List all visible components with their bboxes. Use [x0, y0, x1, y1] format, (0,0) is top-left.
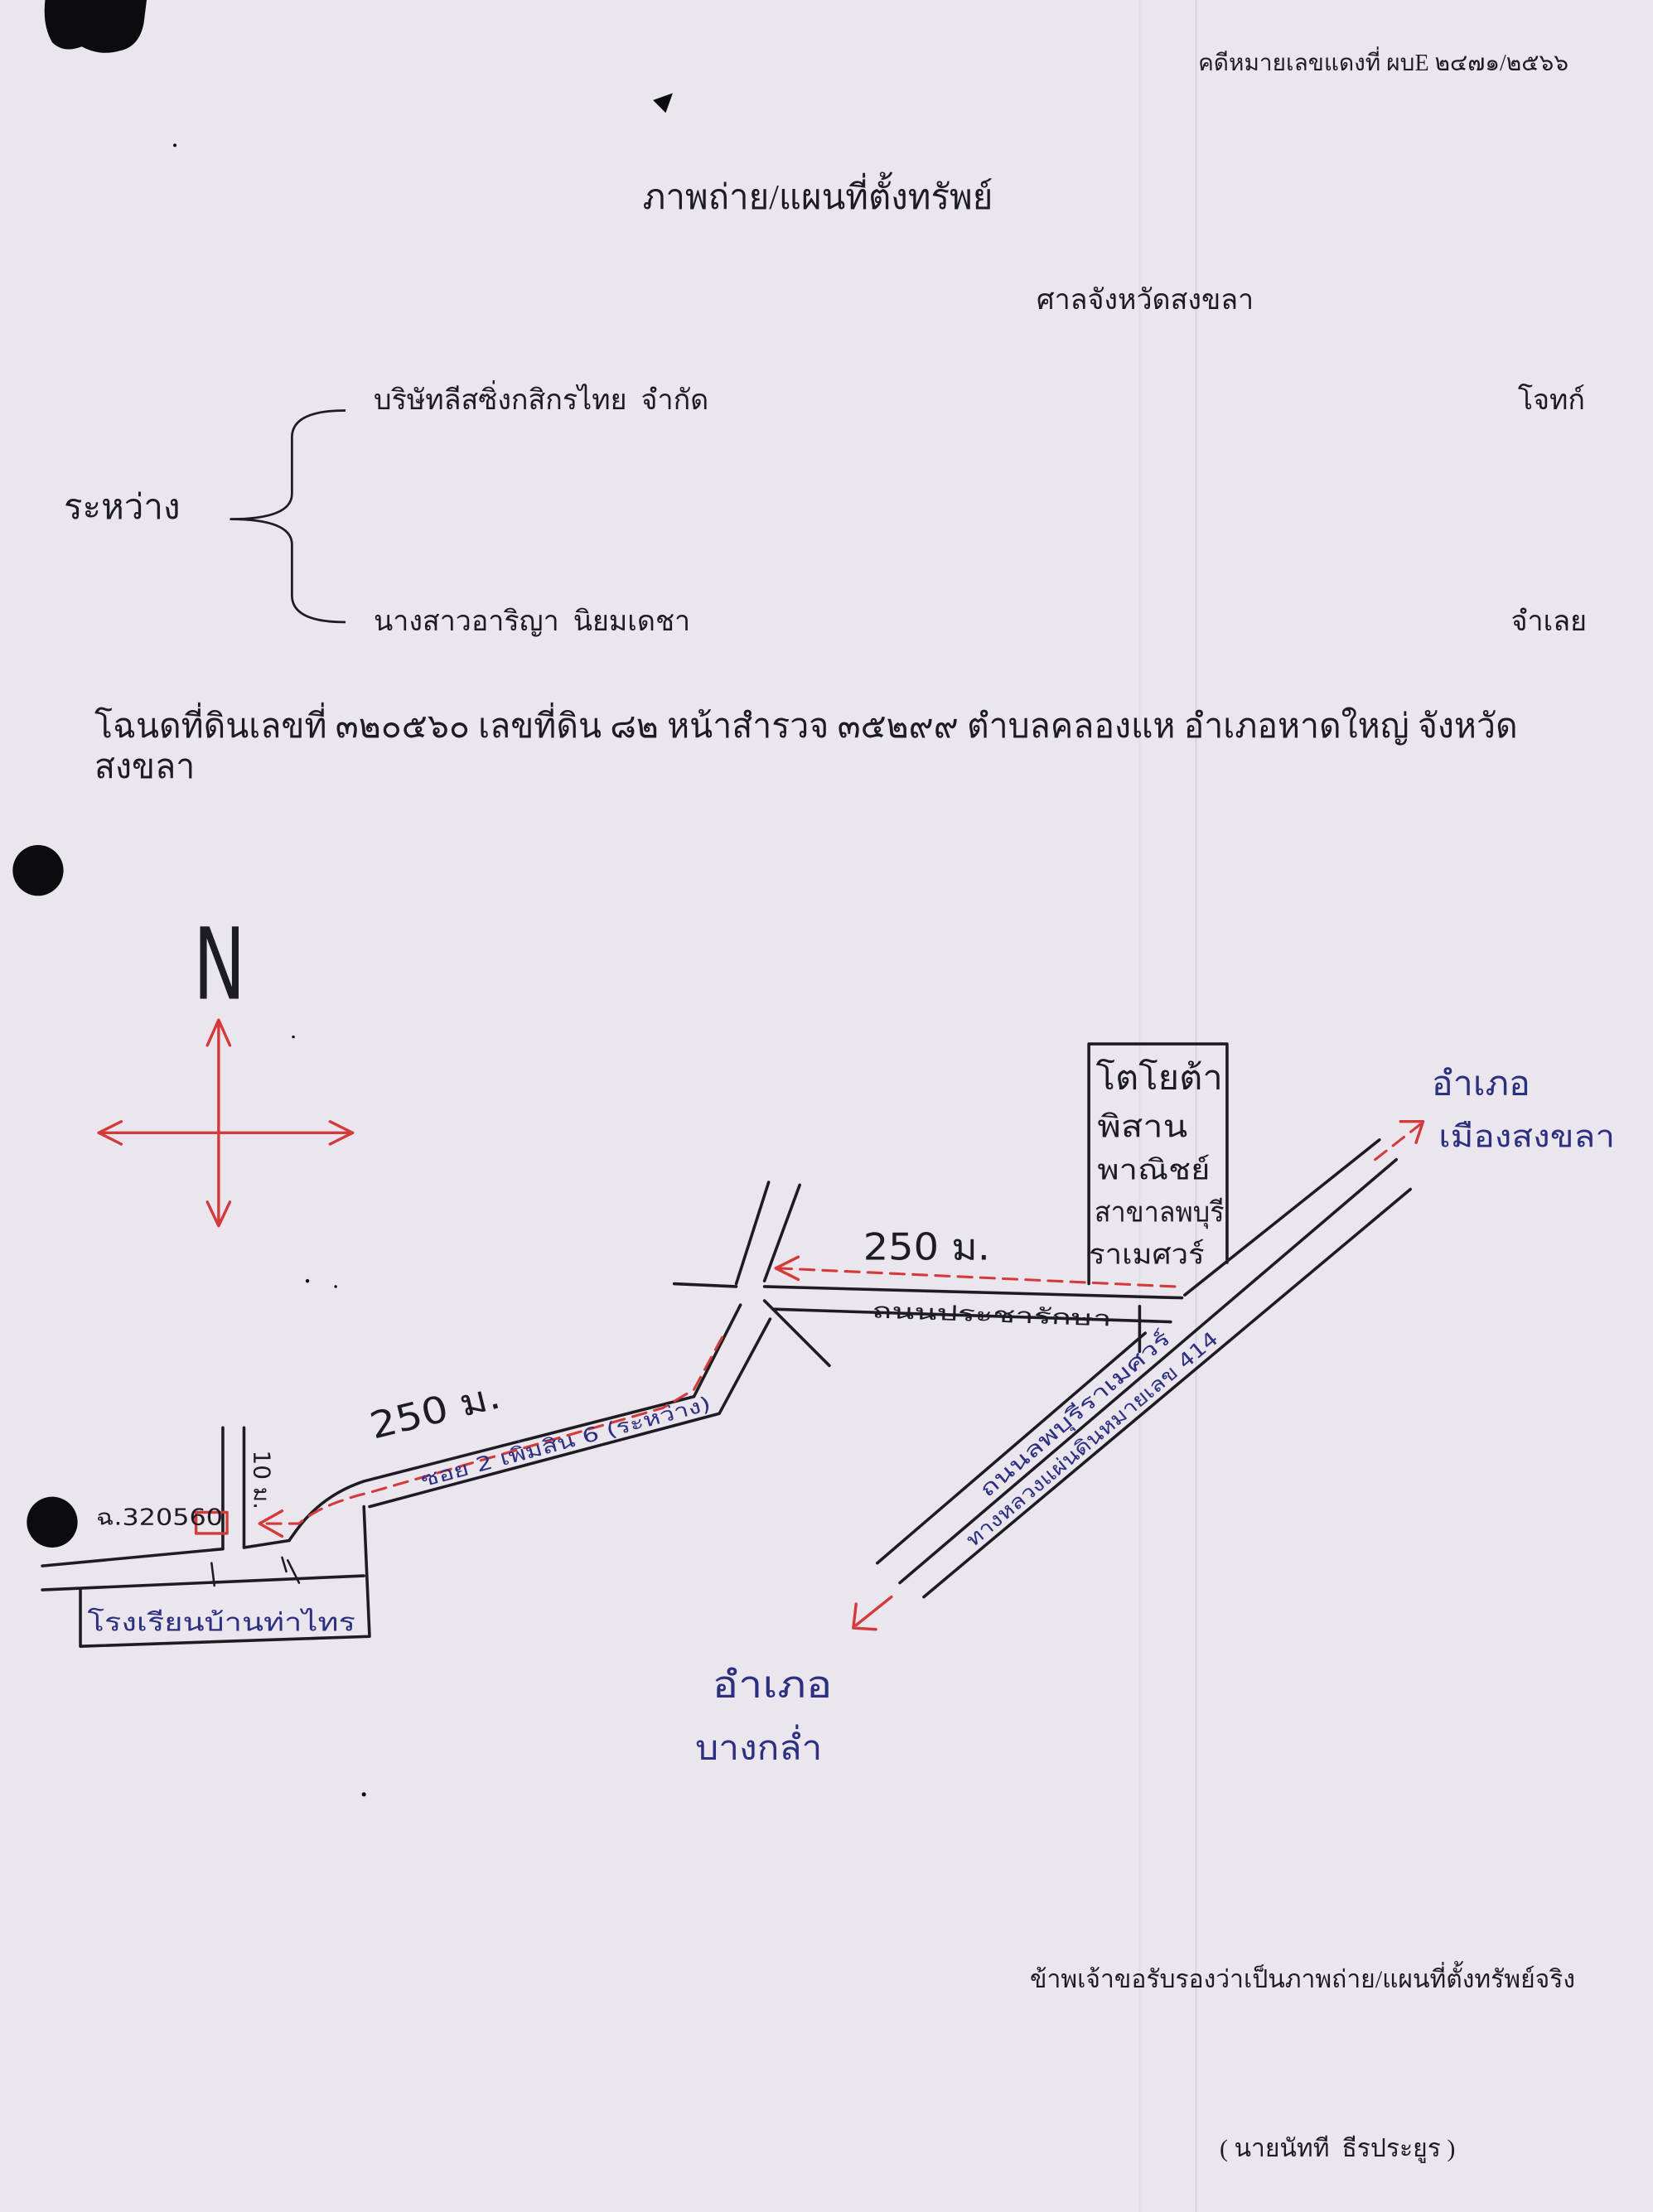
- route-upper-dashed: [777, 1267, 1177, 1288]
- distance-label-lower: 250 ม.: [365, 1374, 505, 1447]
- landmark-line: พาณิชย์: [1097, 1154, 1210, 1187]
- deed-description: โฉนดที่ดินเลขที่ ๓๒๐๕๖๐ เลขที่ดิน ๘๒ หน้…: [94, 707, 1518, 786]
- road-label-upper: ถนนประชารักษา: [872, 1298, 1112, 1331]
- district-north-line1: อำเภอ: [1432, 1063, 1530, 1103]
- case-number: คดีหมายเลขแดงที่ ผบE ๒๔๗๑/๒๕๖๖: [1198, 51, 1568, 76]
- junction-branch-edge: [734, 1181, 771, 1286]
- main-road-edge: [875, 1331, 1147, 1565]
- route-lower-arrowhead: [258, 1509, 284, 1538]
- signer-name: ( นายนัทที ธีรประยูร ): [1220, 2135, 1456, 2162]
- punch-hole: [12, 844, 64, 896]
- map-labels: อำเภอ เมืองสงขลา อำเภอ บางกล่ำ 250 ม. 25…: [88, 1058, 1616, 1768]
- dust-speck: [173, 143, 177, 147]
- direction-arrow-southwest: [854, 1595, 893, 1627]
- district-north-line2: เมืองสงขลา: [1438, 1118, 1615, 1154]
- lower-road-edge: [288, 1303, 742, 1543]
- direction-arrowhead-northeast: [1399, 1120, 1425, 1144]
- left-road-edge: [41, 1574, 365, 1591]
- between-label: ระหว่าง: [64, 489, 181, 527]
- route-markers: [194, 1120, 1425, 1631]
- compass-arrowhead-north: [205, 1018, 232, 1047]
- dust-speck: [361, 1792, 366, 1797]
- district-south-line1: อำเภอ: [713, 1664, 833, 1706]
- north-letter: N: [193, 908, 245, 1023]
- landmark-line: ราเมศวร์: [1089, 1239, 1205, 1272]
- ink-speck: [653, 93, 673, 113]
- ink-blot: [44, 0, 147, 53]
- compass-arrowhead-west: [97, 1120, 123, 1146]
- road-label-lower: ซอย 2 เพิ่มสิน 6 (ระหว่าง): [418, 1389, 713, 1491]
- main-road-label: ทางหลวงแผ่นดินหมายเลข 414: [961, 1327, 1222, 1552]
- court-name: ศาลจังหวัดสงขลา: [1037, 285, 1254, 316]
- punch-hole: [27, 1496, 78, 1548]
- school-outline: [79, 1504, 371, 1648]
- district-south-line2: บางกล่ำ: [695, 1724, 822, 1767]
- route-upper-arrowhead: [774, 1255, 800, 1282]
- distance-label-branch: 10 ม.: [248, 1450, 273, 1509]
- defendant-role: จำเลย: [1510, 606, 1587, 637]
- compass-arrowhead-east: [328, 1120, 355, 1146]
- scan-artifacts: [12, 0, 1197, 2212]
- junction-southeast-edge: [762, 1299, 831, 1368]
- main-road-label: ถนนลพบุรีราเมศวร์: [975, 1326, 1176, 1503]
- compass: N: [97, 908, 355, 1228]
- road-network: [41, 1042, 1413, 1648]
- party-brace: [230, 409, 346, 624]
- plaintiff-role: โจทก์: [1517, 385, 1585, 416]
- landmark-line: พิสาน: [1097, 1108, 1187, 1144]
- lower-road-edge: [368, 1317, 772, 1509]
- main-road-centerline: [898, 1157, 1398, 1585]
- landmark-box: [1087, 1042, 1229, 1286]
- page-title: ภาพถ่าย/แผนที่ตั้งทรัพย์: [642, 179, 993, 217]
- plaintiff-name: บริษัทลีสซิ่งกสิกรไทย จำกัด: [374, 385, 709, 416]
- defendant-name: นางสาวอาริญา นิยมเดชา: [374, 606, 691, 637]
- landmark-line: โตโยต้า: [1096, 1058, 1223, 1098]
- dust-speck: [292, 1035, 295, 1039]
- landmark-line: สาขาลพบุรี: [1095, 1196, 1225, 1229]
- certification-statement: ข้าพเจ้าขอรับรองว่าเป็นภาพถ่าย/แผนที่ตั้…: [1030, 1966, 1575, 1993]
- dust-speck: [334, 1285, 337, 1288]
- school-label: โรงเรียนบ้านท่าไทร: [88, 1607, 355, 1637]
- junction-stub-edge: [672, 1282, 738, 1288]
- compass-arrowhead-south: [205, 1200, 232, 1228]
- school-gate-mark: [210, 1556, 301, 1587]
- main-road-edge: [922, 1187, 1413, 1599]
- distance-label-upper: 250 ม.: [863, 1227, 990, 1269]
- left-road-edge: [41, 1538, 291, 1567]
- upper-road-edge: [762, 1285, 1184, 1300]
- parcel-marker: [194, 1510, 229, 1535]
- upper-road-edge: [771, 1307, 1172, 1324]
- route-lower-dashed: [263, 1335, 724, 1525]
- main-road-edge: [1183, 1138, 1381, 1297]
- junction-branch-edge: [762, 1183, 801, 1282]
- dust-speck: [305, 1278, 310, 1283]
- direction-arrow-northeast: [1374, 1123, 1422, 1162]
- parcel-label: ฉ.320560: [96, 1505, 223, 1531]
- direction-arrowhead-southwest: [852, 1602, 877, 1631]
